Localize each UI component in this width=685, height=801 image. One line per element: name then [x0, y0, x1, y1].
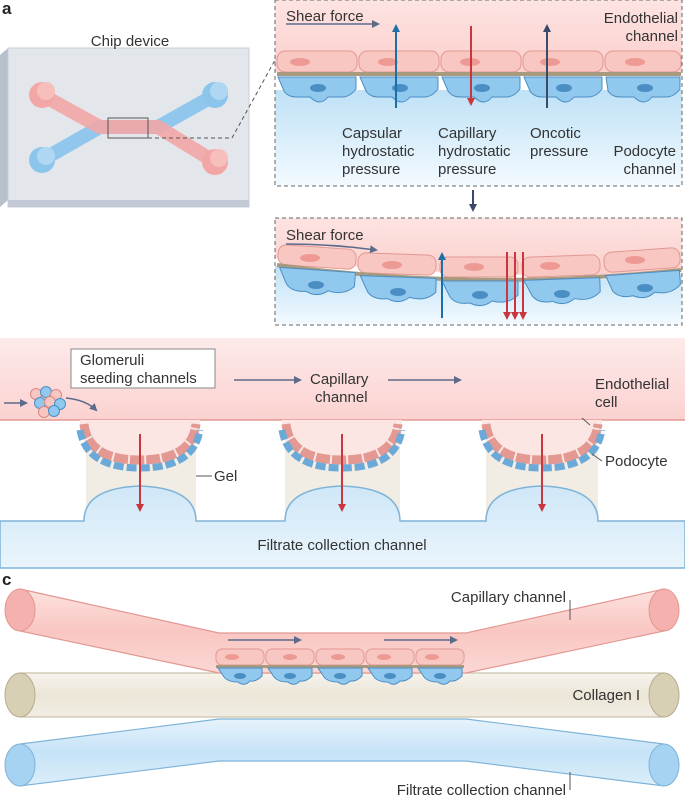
capillary-tube: [4, 588, 680, 674]
panel-c-letter: c: [2, 570, 11, 589]
capillary-label-1: Capillary: [438, 125, 497, 142]
collagen-tube: [4, 672, 680, 718]
basement-membrane: [277, 72, 681, 76]
capsular-label-3: pressure: [342, 161, 400, 178]
endothelial-cell-row: [276, 50, 682, 73]
capillary-channel-c-label: Capillary channel: [451, 589, 566, 606]
shear-force-label-2: Shear force: [286, 227, 364, 244]
capsular-label-1: Capsular: [342, 125, 402, 142]
panel-a-lower-box: [274, 217, 683, 326]
capillary-channel-b-1: Capillary: [310, 371, 369, 388]
shear-force-label: Shear force: [286, 8, 364, 25]
endothelial-channel-label-1: Endothelial: [604, 10, 678, 27]
capillary-label-2: hydrostatic: [438, 143, 511, 160]
glomeruli-label-box: [70, 348, 216, 389]
podocyte-row: [277, 76, 681, 103]
oncotic-label-1: Oncotic: [530, 125, 581, 142]
podocyte-channel-label-2: channel: [623, 161, 676, 178]
oncotic-label-2: pressure: [530, 143, 588, 160]
glomeruli-label-2: seeding channels: [80, 370, 197, 387]
endothelial-channel-label-2: channel: [625, 28, 678, 45]
glomeruli-label-1: Glomeruli: [80, 352, 144, 369]
panel-a-upper-box: [274, 0, 683, 187]
chip-device-label: Chip device: [91, 33, 169, 50]
podocyte-label: Podocyte: [605, 453, 668, 470]
panel-c-cells: [215, 636, 465, 685]
capsular-label-2: hydrostatic: [342, 143, 415, 160]
panel-b-device: [0, 338, 685, 569]
endothelial-cell-b-2: cell: [595, 394, 618, 411]
chip-device: [0, 47, 276, 208]
filtrate-tube: [4, 718, 680, 787]
filtrate-channel-c-label: Filtrate collection channel: [397, 782, 566, 799]
podocyte-channel-label-1: Podocyte: [613, 143, 676, 160]
collagen-label: Collagen I: [572, 687, 640, 704]
capillary-label-3: pressure: [438, 161, 496, 178]
capillary-channel-b-2: channel: [315, 389, 368, 406]
panel-a-letter: a: [2, 0, 12, 18]
glomeruli-cluster: [30, 386, 66, 418]
endothelial-cell-b-1: Endothelial: [595, 376, 669, 393]
gel-label: Gel: [214, 468, 237, 485]
filtrate-channel-b-label: Filtrate collection channel: [257, 537, 426, 554]
